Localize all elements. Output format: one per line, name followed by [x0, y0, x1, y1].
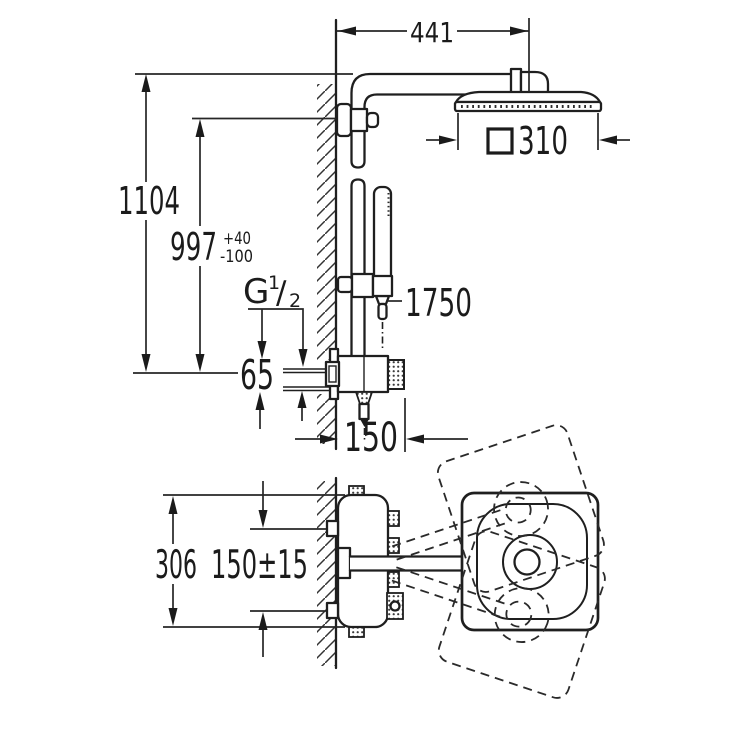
arrowhead — [320, 434, 338, 444]
hand-shower — [372, 185, 393, 348]
slider-holder — [336, 272, 394, 299]
thread-letter: G — [243, 272, 269, 312]
dim-tolerance-upper: +40 — [223, 229, 251, 249]
arrowhead — [168, 608, 178, 626]
arrowhead — [258, 612, 268, 630]
wall-section-lower — [317, 476, 338, 670]
dim-441: 441 — [337, 16, 530, 92]
thread-denominator: 2 — [289, 290, 301, 312]
dim-150-projection: 150 — [295, 398, 468, 461]
thread-leader — [248, 308, 304, 349]
wall-bracket — [335, 102, 380, 138]
arm-pivot-mount — [336, 546, 352, 580]
supply-port-top-2 — [325, 601, 340, 620]
wand-hose-nipple — [377, 302, 388, 321]
callout-1750: 1750 — [387, 281, 472, 325]
arrowhead — [168, 496, 178, 514]
dim-outlet-height-label: 997 — [170, 225, 217, 269]
dim-valve-projection-label: 150 — [344, 415, 398, 461]
dim-997: 997 +40 -100 — [170, 119, 253, 372]
plan-view: 306 150±15 — [155, 424, 606, 699]
head-shower-side-view — [453, 90, 603, 113]
arrowhead — [599, 135, 617, 145]
slider-body — [350, 272, 375, 299]
dim-hose-length-label: 1750 — [405, 281, 472, 325]
arrowhead — [257, 341, 267, 359]
arrowhead — [297, 391, 307, 408]
head-inner-squircle — [476, 503, 588, 620]
dim-65: 65 — [240, 351, 307, 429]
dim-head-size-label: 310 — [518, 119, 568, 163]
dim-overall-height-label: 1104 — [118, 179, 180, 223]
side-view: 441 310 1104 997 +40 -100 — [118, 16, 630, 461]
bracket-knob — [365, 111, 380, 129]
smart-button-3 — [387, 571, 400, 588]
supply-connection — [283, 360, 341, 392]
arrowhead — [141, 74, 151, 92]
wand-hose-cone — [374, 294, 391, 306]
arrowhead — [510, 26, 528, 36]
valve-outlet-tip — [360, 419, 369, 427]
bottom-tab — [348, 626, 365, 638]
thread-numerator: 1 — [268, 272, 280, 294]
dim-outlet-offset-label: 65 — [240, 351, 274, 399]
dim-310: 310 — [426, 113, 630, 163]
dim-306: 306 — [155, 496, 197, 626]
dim-150-15: 150±15 — [211, 481, 308, 657]
head-spray-face — [453, 100, 603, 113]
dim-1104: 1104 — [118, 74, 180, 372]
slider-knob — [336, 275, 354, 294]
dim-connection-height-label: 150±15 — [211, 543, 308, 588]
head-top-view — [460, 491, 600, 632]
supply-port-inner — [328, 365, 337, 383]
knob-detail — [389, 600, 401, 612]
arrowhead — [258, 510, 268, 528]
swivel-ghost-upper — [391, 424, 605, 593]
arrowhead — [298, 349, 308, 367]
bracket-clamp — [349, 107, 369, 133]
dim-swivel-depth-label: 306 — [155, 543, 197, 588]
thread-callout-g-half: G 1 / 2 — [243, 272, 308, 367]
thermostat-knob-knurled — [387, 359, 405, 390]
wall-hatch-lower — [317, 481, 336, 666]
arrowhead — [141, 354, 151, 372]
dim-arm-reach-label: 441 — [410, 16, 454, 49]
arrowhead — [255, 392, 265, 410]
smart-button-1 — [387, 510, 400, 527]
arrowhead — [338, 26, 356, 36]
hand-shower-wand — [372, 185, 393, 284]
riser-rail-lower — [350, 178, 366, 359]
arrowhead — [439, 135, 457, 145]
ball-joint — [513, 548, 541, 576]
supply-port-top-1 — [325, 519, 340, 538]
arrowhead — [195, 119, 205, 137]
swivel-ghost-lower — [391, 530, 606, 699]
valve-body — [336, 354, 390, 394]
arrowhead — [195, 354, 205, 372]
head-body — [454, 90, 602, 104]
bracket-escutcheon — [335, 102, 353, 138]
dim-tolerance-lower: -100 — [220, 247, 253, 267]
valve-outlet-collar — [354, 391, 374, 405]
arrowhead — [406, 434, 424, 444]
thread-slash: / — [276, 275, 287, 311]
square-symbol — [486, 127, 514, 155]
wand-holder — [371, 274, 394, 298]
riser-pipe-and-arm — [350, 72, 515, 169]
